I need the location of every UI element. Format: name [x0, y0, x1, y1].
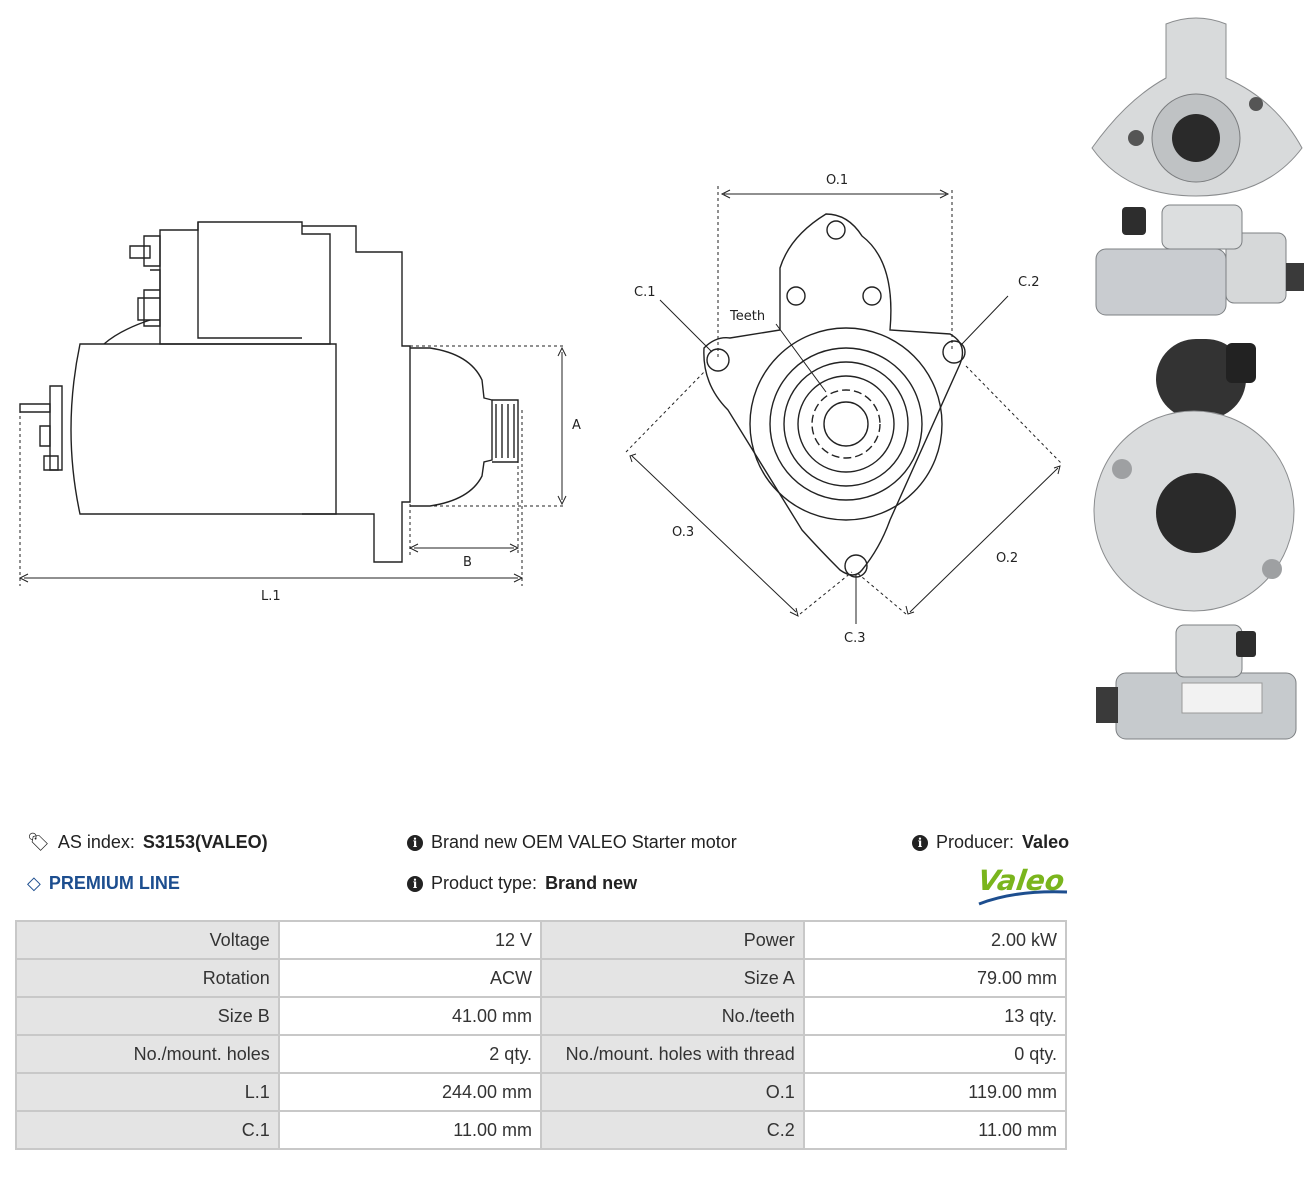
spec-value: 12 V — [277, 920, 543, 960]
spec-value: 119.00 mm — [802, 1072, 1068, 1112]
solenoid-body — [159, 221, 331, 345]
label-l1: L.1 — [261, 589, 281, 604]
spec-value: 79.00 mm — [802, 958, 1068, 998]
spec-key: Rotation — [15, 958, 280, 998]
info-icon: i — [407, 875, 423, 892]
spec-key: Size B — [15, 996, 280, 1036]
producer-value: Valeo — [1022, 832, 1070, 852]
spec-value: 0 qty. — [802, 1034, 1068, 1074]
spec-value: 13 qty. — [802, 996, 1068, 1036]
label-o1: O.1 — [826, 173, 848, 188]
spec-key: No./mount. holes with thread — [540, 1034, 805, 1074]
product-type-label: Product type: — [431, 873, 538, 893]
photo-front-view — [1091, 17, 1303, 197]
spec-key: No./teeth — [540, 996, 805, 1036]
as-index-value: S3153(VALEO) — [142, 832, 268, 852]
label-c1: C.1 — [634, 285, 655, 300]
spec-key: L.1 — [15, 1072, 280, 1112]
spec-value: 41.00 mm — [277, 996, 543, 1036]
info-icon: i — [407, 834, 423, 851]
label-b: B — [463, 555, 472, 570]
spec-value: 11.00 mm — [802, 1110, 1068, 1150]
motor-body — [70, 343, 337, 515]
spec-key: C.2 — [540, 1110, 805, 1150]
nose-housing — [410, 347, 493, 507]
hole-c1 — [706, 348, 730, 372]
spec-value: 2.00 kW — [802, 920, 1068, 960]
solenoid-cap — [197, 222, 302, 339]
motor-endcap — [49, 385, 63, 471]
description-text: Brand new OEM VALEO Starter motor — [431, 832, 737, 852]
product-type-value: Brand new — [545, 873, 638, 893]
spec-value: ACW — [277, 958, 543, 998]
spec-value: 11.00 mm — [277, 1110, 543, 1150]
label-o2: O.2 — [996, 551, 1018, 566]
technical-drawing: A B L.1 O.1 C.1 C.2 Teeth O.3 O.2 C.3 — [18, 173, 1063, 646]
producer: i Producer: Valeo — [912, 832, 1069, 853]
terminal-studs — [129, 235, 161, 327]
spec-value: 244.00 mm — [277, 1072, 543, 1112]
tags-icon: 🏷︎ — [27, 832, 50, 852]
spec-key: Power — [540, 920, 805, 960]
label-o3: O.3 — [672, 525, 694, 540]
spec-key: No./mount. holes — [15, 1034, 280, 1074]
spec-key: O.1 — [540, 1072, 805, 1112]
as-index: 🏷︎ AS index: S3153(VALEO) — [27, 832, 268, 853]
valeo-logo: Valeo — [976, 864, 1068, 906]
photo-side-view-label — [1096, 624, 1297, 740]
description: i Brand new OEM VALEO Starter motor — [407, 832, 737, 853]
producer-label: Producer: — [936, 832, 1015, 852]
spec-key: Size A — [540, 958, 805, 998]
label-c3: C.3 — [844, 631, 865, 646]
premium-line: ◇ PREMIUM LINE — [27, 873, 180, 894]
info-icon: i — [912, 834, 928, 851]
spec-value: 2 qty. — [277, 1034, 543, 1074]
photo-rear-view — [1093, 339, 1295, 612]
mounting-flange — [302, 225, 411, 563]
spec-key: C.1 — [15, 1110, 280, 1150]
label-teeth: Teeth — [729, 309, 765, 324]
front-flange — [703, 213, 964, 576]
photo-side-view — [1095, 204, 1304, 316]
spec-key: Voltage — [15, 920, 280, 960]
hole-c2 — [942, 340, 966, 364]
pinion-teeth — [811, 389, 881, 459]
label-a: A — [572, 418, 581, 433]
premium-line-label: PREMIUM LINE — [48, 873, 180, 893]
diamond-icon: ◇ — [27, 873, 41, 893]
as-index-label: AS index: — [57, 832, 135, 852]
label-c2: C.2 — [1018, 275, 1039, 290]
product-type: i Product type: Brand new — [407, 873, 637, 894]
